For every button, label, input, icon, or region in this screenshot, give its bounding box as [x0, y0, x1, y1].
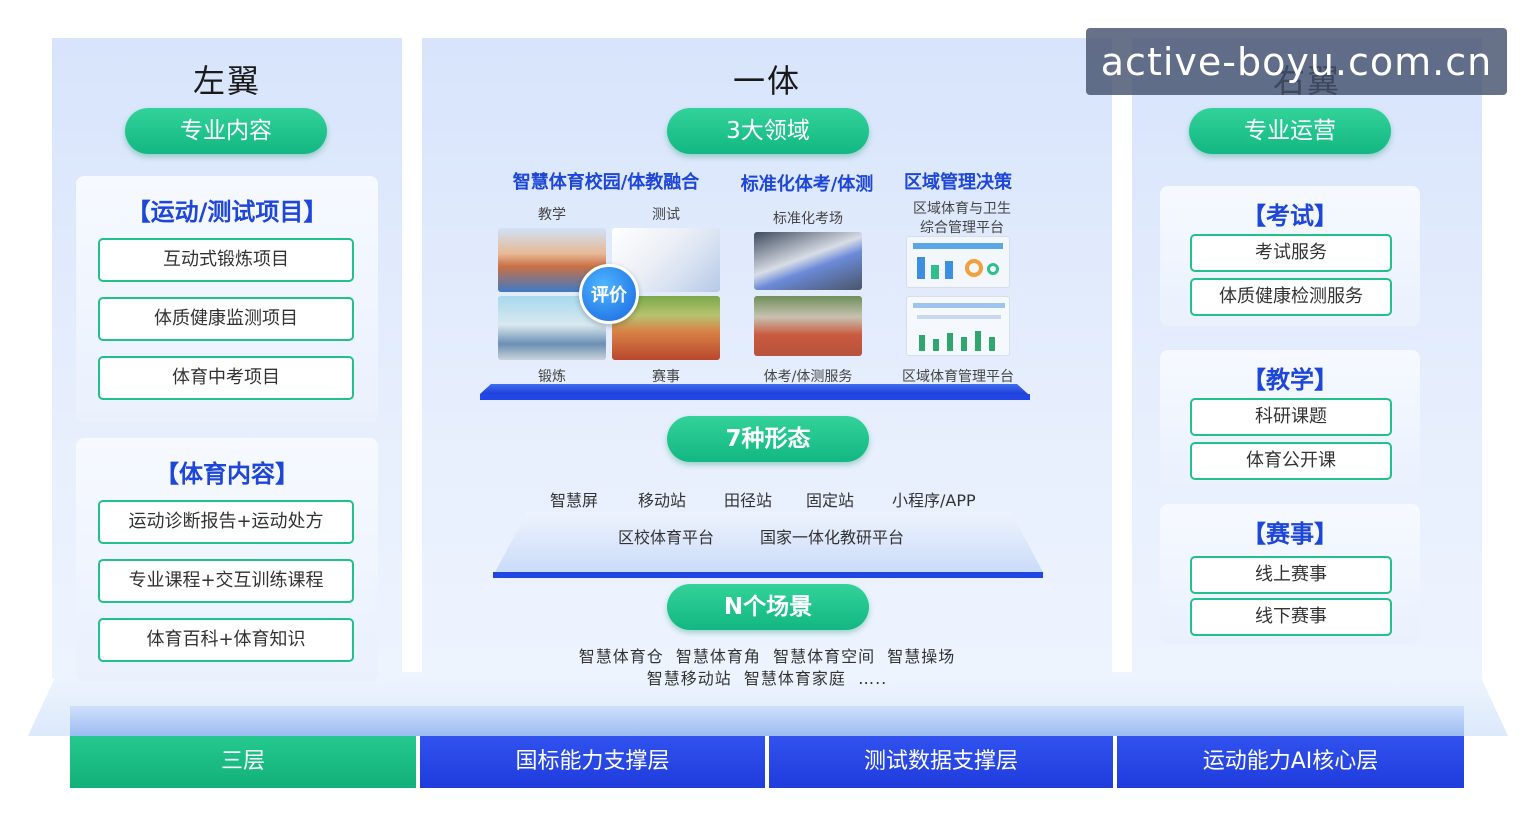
label-standard-room: 标准化考场: [773, 211, 843, 227]
item-research: 科研课题: [1190, 398, 1392, 436]
left-wing-title: 左翼: [192, 62, 261, 100]
label-exercise: 锻炼: [538, 369, 566, 385]
photo-standard-exam-room: [754, 232, 862, 290]
layer-three-layers: 三层: [70, 736, 416, 788]
layer-national-standard: 国标能力支撑层: [420, 736, 765, 788]
section-heading-events: 【赛事】: [1242, 520, 1338, 548]
section-heading-exam: 【考试】: [1242, 202, 1338, 230]
eval-circle: [579, 264, 639, 324]
forms-shelf-bar: [493, 572, 1043, 578]
scenes-row-2: 智慧移动站 智慧体育家庭 …..: [646, 669, 888, 688]
section-heading-sports-tests: 【运动/测试项目】: [126, 198, 328, 226]
item-online-event: 线上赛事: [1190, 556, 1392, 594]
form-mini-program-app: 小程序/APP: [892, 491, 976, 510]
item-diagnosis-report: 运动诊断报告+运动处方: [98, 500, 354, 544]
right-card-teaching: 【教学】 科研课题 体育公开课: [1160, 350, 1420, 490]
domain-standard-exam: 标准化体考/体测: [740, 174, 874, 195]
form-smart-screen: 智慧屏: [550, 491, 599, 510]
layer-ai-core: 运动能力AI核心层: [1117, 736, 1464, 788]
item-encyclopedia: 体育百科+体育知识: [98, 618, 354, 662]
right-wing-panel: 右翼 专业运营 【考试】 考试服务 体质健康检测服务 【教学】 科研课题 体育公…: [1132, 38, 1482, 678]
item-exam-service: 考试服务: [1190, 234, 1392, 272]
left-wing-panel: 左翼 专业内容 【运动/测试项目】 互动式锻炼项目 体质健康监测项目 体育中考项…: [52, 38, 402, 682]
three-domains-pill: 3大领域: [667, 108, 869, 154]
base-platform-edge: [70, 706, 1464, 736]
left-wing-pill: 专业内容: [125, 108, 327, 154]
screenshot-region-dashboard-2: [906, 296, 1010, 356]
watermark-box: [1086, 28, 1507, 95]
left-card-sports-tests: 【运动/测试项目】 互动式锻炼项目 体质健康监测项目 体育中考项目: [76, 176, 378, 422]
item-health-testing-service: 体质健康检测服务: [1190, 278, 1392, 316]
form-national-research-platform: 国家一体化教研平台: [760, 528, 905, 547]
domain-smart-campus: 智慧体育校园/体教融合: [512, 172, 700, 193]
section-heading-pe-content: 【体育内容】: [155, 460, 299, 488]
label-region-platform-2: 综合管理平台: [920, 220, 1004, 236]
seven-forms-pill: 7种形态: [667, 416, 869, 462]
form-mobile-station: 移动站: [638, 491, 687, 510]
domain-shelf-bar: [480, 394, 1030, 400]
center-panel: 一体 3大领域 智慧体育校园/体教融合 标准化体考/体测 区域管理决策 教学 测…: [422, 38, 1112, 688]
section-heading-teaching: 【教学】: [1242, 366, 1338, 394]
scenes-row-1: 智慧体育仓 智慧体育角 智慧体育空间 智慧操场: [578, 647, 956, 666]
item-physical-health-monitoring: 体质健康监测项目: [98, 297, 354, 341]
center-title: 一体: [732, 62, 801, 100]
label-teach: 教学: [538, 207, 566, 223]
watermark-text: active-boyu.com.cn: [1100, 40, 1493, 84]
label-region-platform-1: 区域体育与卫生: [913, 201, 1011, 217]
eval-label: 评价: [591, 285, 627, 306]
label-exam-service: 体考/体测服务: [763, 369, 853, 385]
domain-shelf: [480, 384, 1028, 394]
right-card-events: 【赛事】 线上赛事 线下赛事: [1160, 504, 1420, 644]
layer-test-data: 测试数据支撑层: [769, 736, 1113, 788]
label-test: 测试: [652, 207, 680, 223]
item-open-class: 体育公开课: [1190, 442, 1392, 480]
n-scenes-pill: N个场景: [667, 584, 869, 630]
form-district-school-platform: 区校体育平台: [618, 528, 715, 547]
item-interactive-exercise: 互动式锻炼项目: [98, 238, 354, 282]
item-pe-exam: 体育中考项目: [98, 356, 354, 400]
item-courses: 专业课程+交互训练课程: [98, 559, 354, 603]
label-match: 赛事: [652, 369, 680, 385]
forms-platform: [494, 512, 1044, 574]
form-fixed-station: 固定站: [806, 491, 855, 510]
item-offline-event: 线下赛事: [1190, 598, 1392, 636]
photo-exam-service: [754, 296, 862, 356]
right-card-exam: 【考试】 考试服务 体质健康检测服务: [1160, 186, 1420, 326]
screenshot-region-dashboard-1: [906, 236, 1010, 288]
form-track-station: 田径站: [724, 491, 773, 510]
label-region-mgmt-platform: 区域体育管理平台: [902, 369, 1014, 385]
left-card-pe-content: 【体育内容】 运动诊断报告+运动处方 专业课程+交互训练课程 体育百科+体育知识: [76, 438, 378, 682]
domain-region-mgmt: 区域管理决策: [904, 172, 1012, 193]
right-wing-pill: 专业运营: [1189, 108, 1391, 154]
